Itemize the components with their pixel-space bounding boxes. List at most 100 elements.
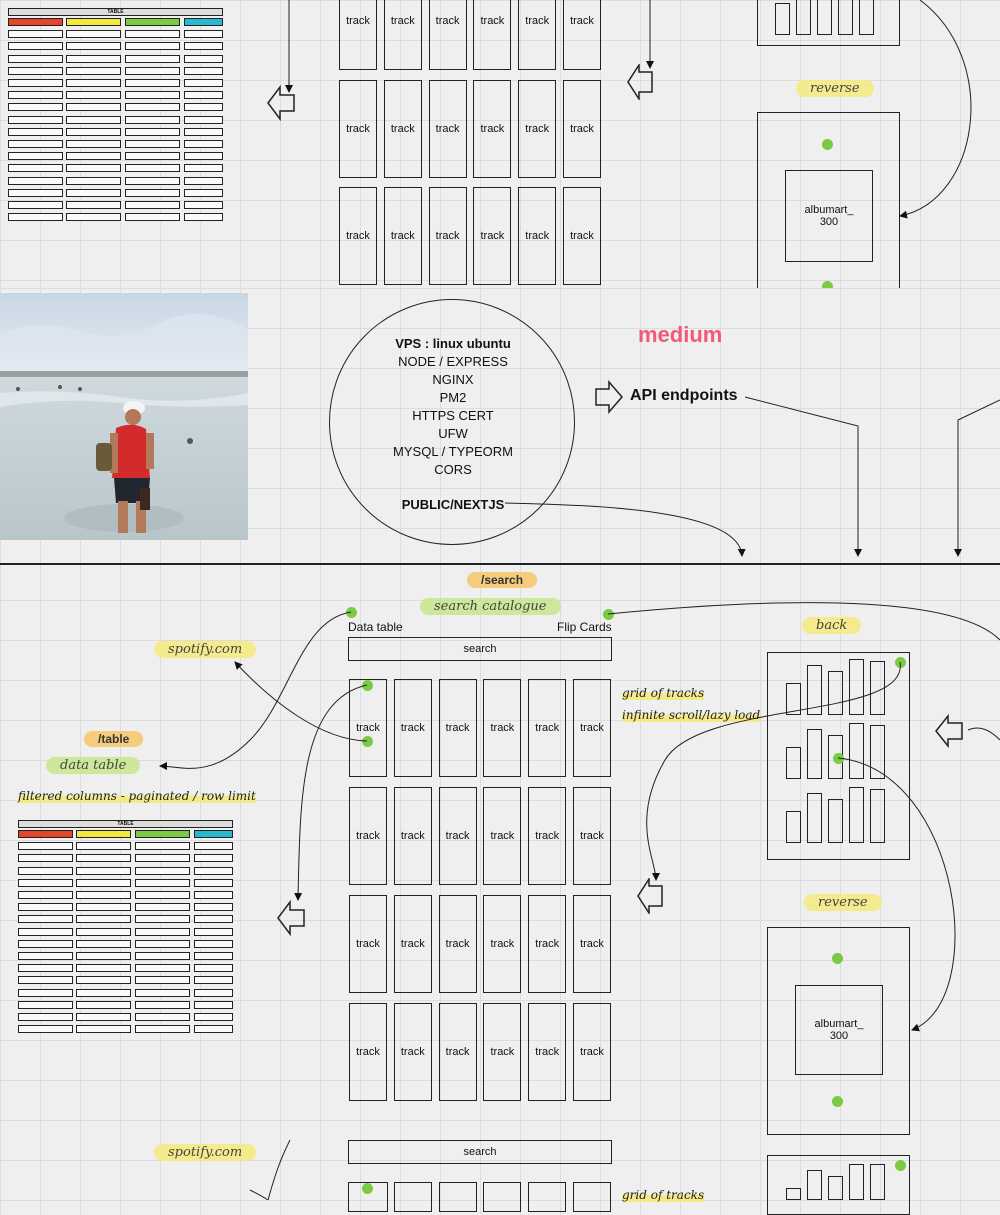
track-card[interactable]: track [428, 79, 467, 178]
medium-logo: medium [638, 322, 723, 347]
table-cell [184, 176, 223, 185]
table-cell [66, 201, 121, 209]
track-card[interactable]: track [438, 679, 477, 777]
table-cell [194, 854, 233, 863]
track-card[interactable]: track [428, 0, 467, 70]
table-cell [184, 66, 223, 75]
table-cell [125, 188, 180, 197]
track-card[interactable]: track [528, 679, 567, 777]
bar-shape [807, 1170, 822, 1200]
track-card[interactable]: track [518, 0, 557, 70]
table-cell [135, 976, 190, 985]
table-cell [66, 164, 121, 173]
track-card[interactable]: track [383, 79, 422, 178]
table-cell [135, 927, 190, 936]
track-card[interactable]: track [349, 895, 387, 993]
track-card[interactable]: track [528, 1003, 567, 1101]
table-cell [76, 842, 131, 851]
track-card[interactable]: track [393, 1003, 432, 1101]
table-cell [125, 127, 180, 136]
search-input[interactable]: search [348, 1140, 612, 1164]
table-cell [194, 927, 233, 936]
track-card[interactable]: track [563, 187, 601, 285]
track-card[interactable]: track [383, 187, 422, 285]
track-card[interactable]: track [339, 0, 377, 70]
table-cell [18, 842, 73, 851]
bar-shape [786, 683, 801, 715]
track-card[interactable]: track [393, 679, 432, 777]
track-card[interactable]: track [438, 787, 477, 885]
table-cell [125, 115, 180, 124]
table-cell [125, 30, 180, 39]
track-card[interactable]: track [518, 187, 557, 285]
table-header-cell [194, 830, 233, 838]
table-cell [194, 1025, 233, 1034]
track-card[interactable]: track [349, 787, 387, 885]
track-card [528, 1182, 567, 1212]
table-cell [135, 915, 190, 924]
table-cell [76, 915, 131, 924]
table-cell [8, 127, 63, 136]
table-cell [135, 964, 190, 973]
track-card[interactable]: track [428, 187, 467, 285]
search-input[interactable]: search [348, 637, 612, 661]
search-route-badge: /search [467, 572, 538, 588]
bar-shape [807, 665, 822, 715]
data-table-subtitle: data table [46, 757, 141, 774]
track-card[interactable]: track [573, 1003, 611, 1101]
track-card[interactable]: track [349, 1003, 387, 1101]
reverse-label: reverse [804, 894, 882, 911]
table-cell [8, 79, 63, 87]
track-card[interactable]: track [563, 0, 601, 70]
table-header-cell [125, 18, 180, 26]
table-cell [18, 1000, 73, 1009]
bar-shape [849, 659, 864, 715]
track-card[interactable]: track [473, 187, 512, 285]
bar-shape [870, 1164, 885, 1200]
table-cell [76, 854, 131, 863]
track-card [573, 1182, 611, 1212]
track-card[interactable]: track [483, 679, 522, 777]
track-card[interactable]: track [563, 79, 601, 178]
bar-shape [870, 725, 885, 779]
table-cell [194, 988, 233, 997]
track-card[interactable]: track [393, 787, 432, 885]
track-card[interactable]: track [438, 895, 477, 993]
table-cell [76, 891, 131, 899]
table-cell [194, 952, 233, 960]
track-card[interactable]: track [473, 0, 512, 70]
track-card[interactable]: track [349, 679, 387, 777]
table-cell [76, 988, 131, 997]
track-card[interactable]: track [573, 787, 611, 885]
track-card[interactable]: track [573, 895, 611, 993]
track-card[interactable]: track [339, 79, 377, 178]
table-cell [76, 927, 131, 936]
table-cell [194, 1000, 233, 1009]
track-card[interactable]: track [483, 787, 522, 885]
table-cell [76, 903, 131, 912]
track-card[interactable]: track [393, 895, 432, 993]
track-card[interactable]: track [339, 187, 377, 285]
connector-dot [895, 657, 906, 668]
table-header-cell [66, 18, 121, 26]
table-cell [18, 1013, 73, 1021]
track-card[interactable]: track [528, 895, 567, 993]
connector-dot [362, 1183, 373, 1194]
track-card[interactable]: track [483, 895, 522, 993]
table-cell [76, 976, 131, 985]
table-cell [125, 103, 180, 112]
bar-shape [828, 1176, 843, 1200]
table-cell [18, 866, 73, 875]
track-card[interactable]: track [528, 787, 567, 885]
bar-shape [849, 1164, 864, 1200]
track-card[interactable]: track [518, 79, 557, 178]
track-card[interactable]: track [483, 1003, 522, 1101]
table-cell [125, 42, 180, 51]
api-endpoints-label: API endpoints [630, 387, 738, 404]
table-cell [18, 964, 73, 973]
track-card[interactable]: track [473, 79, 512, 178]
track-card[interactable]: track [383, 0, 422, 70]
track-card[interactable]: track [573, 679, 611, 777]
track-card[interactable]: track [438, 1003, 477, 1101]
